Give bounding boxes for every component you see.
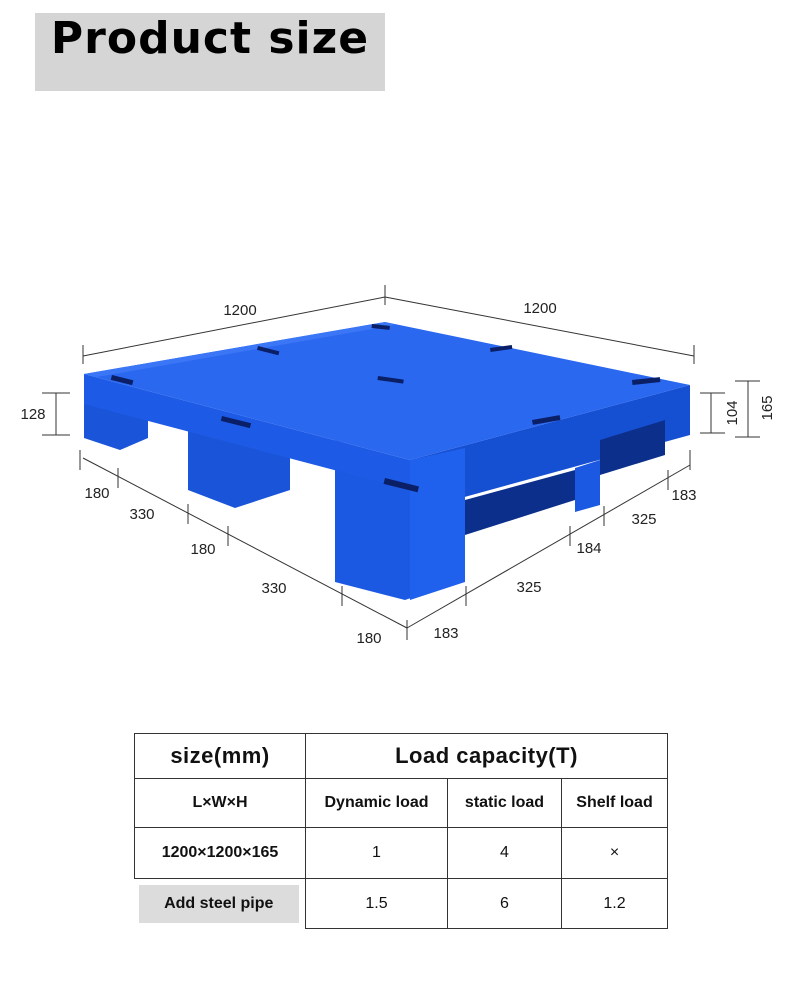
page-title: Product size	[50, 13, 370, 64]
spec-table: size(mm) Load capacity(T) L×W×H Dynamic …	[134, 733, 668, 929]
row-size-cell: Add steel pipe	[135, 879, 306, 929]
row-size: 1200×1200×165	[134, 827, 306, 879]
steel-pipe-label: Add steel pipe	[138, 884, 299, 923]
row-shelf: 1.2	[561, 878, 668, 929]
dim-left-edge-4: 330	[261, 580, 286, 597]
title-banner	[35, 13, 385, 91]
dim-right-edge-1: 183	[433, 625, 458, 642]
dim-left-edge-5: 180	[356, 630, 381, 647]
dim-width: 1200	[523, 300, 556, 317]
dim-left-height: 128	[20, 406, 45, 423]
dim-left-edge-3: 180	[190, 541, 215, 558]
lwh-header: L×W×H	[134, 778, 306, 828]
load-header: Load capacity(T)	[305, 733, 668, 779]
table-row: Add steel pipe 1.5 6 1.2	[135, 878, 668, 929]
dim-left-edge-2: 330	[129, 506, 154, 523]
table-row: 1200×1200×165 1 4 ×	[134, 827, 668, 879]
dim-right-inner: 104	[724, 400, 741, 425]
dimension-lines	[42, 285, 760, 640]
row-dynamic: 1	[305, 827, 448, 879]
dim-right-edge-5: 183	[671, 487, 696, 504]
size-header: size(mm)	[134, 733, 306, 779]
pallet-diagram: 1200 1200 128 104 165 180 330 180 330 18…	[20, 285, 776, 647]
dim-right-edge-4: 325	[631, 511, 656, 528]
row-shelf: ×	[561, 827, 668, 879]
shelf-header: Shelf load	[561, 778, 668, 828]
pallet-illustration	[84, 322, 690, 600]
row-static: 6	[447, 878, 562, 929]
static-header: static load	[447, 778, 562, 828]
row-dynamic: 1.5	[305, 878, 448, 929]
dim-right-total: 165	[759, 395, 776, 420]
dim-left-edge-1: 180	[84, 485, 109, 502]
dim-right-edge-3: 184	[576, 540, 601, 557]
row-static: 4	[447, 827, 562, 879]
dim-length: 1200	[223, 302, 256, 319]
dynamic-header: Dynamic load	[305, 778, 448, 828]
dim-right-edge-2: 325	[516, 579, 541, 596]
